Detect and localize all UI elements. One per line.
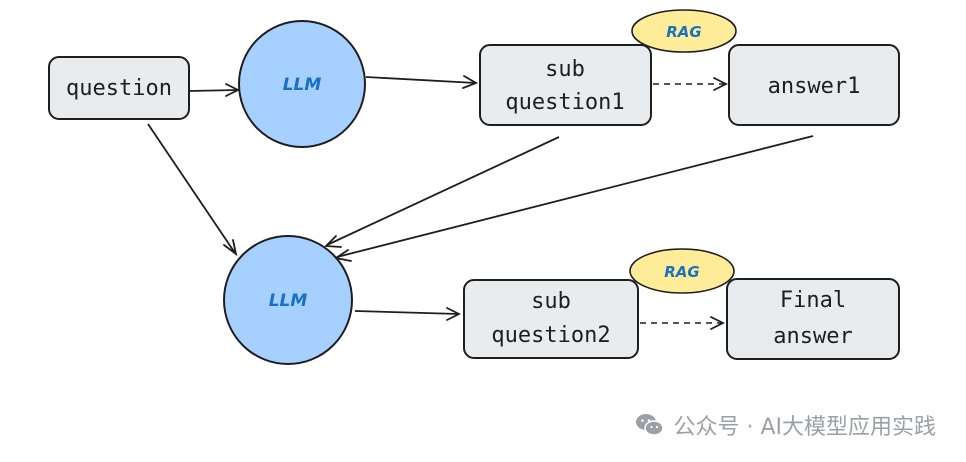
node-llm2: LLM	[223, 235, 353, 365]
node-llm1: LLM	[238, 20, 366, 148]
edges	[147, 75, 814, 330]
node-final-answer-line1: Final	[780, 288, 846, 313]
node-answer1: answer1	[728, 44, 900, 126]
node-sub-question2-line2: question2	[491, 323, 610, 348]
node-llm1-label: LLM	[283, 75, 322, 95]
arrow-question-to-llm2	[147, 123, 238, 257]
node-sub-question1-line2: question1	[505, 90, 624, 115]
node-final-answer-line2: answer	[773, 324, 852, 349]
node-sub-question2-line1: sub	[531, 289, 571, 314]
wechat-icon	[636, 414, 665, 436]
node-question: question	[48, 56, 190, 120]
arrow-llm1-to-subq1	[365, 75, 479, 89]
node-answer1-label: answer1	[768, 74, 861, 99]
node-sub-question1: sub question1	[479, 44, 652, 126]
arrow-subq2-to-final	[640, 316, 726, 330]
arrow-subq1-to-llm2	[323, 136, 560, 248]
arrow-question-to-llm1	[188, 83, 241, 97]
watermark-text: 公众号 · AI大模型应用实践	[673, 415, 936, 440]
node-llm2-label: LLM	[269, 291, 308, 311]
rag-badge-1: RAG	[631, 9, 737, 53]
rag-badge-2: RAG	[629, 248, 735, 294]
arrow-subq1-to-answer1	[653, 77, 729, 91]
node-question-label: question	[66, 76, 172, 101]
watermark: 公众号 · AI大模型应用实践	[635, 405, 936, 445]
rag-badge-1-label: RAG	[666, 23, 701, 41]
node-sub-question2: sub question2	[463, 279, 639, 359]
arrow-answer1-to-llm2	[333, 135, 814, 262]
node-final-answer: Final answer	[726, 278, 900, 360]
rag-badge-2-label: RAG	[664, 263, 699, 281]
node-sub-question1-line1: sub	[545, 57, 585, 82]
arrow-llm2-to-subq2	[354, 307, 462, 321]
